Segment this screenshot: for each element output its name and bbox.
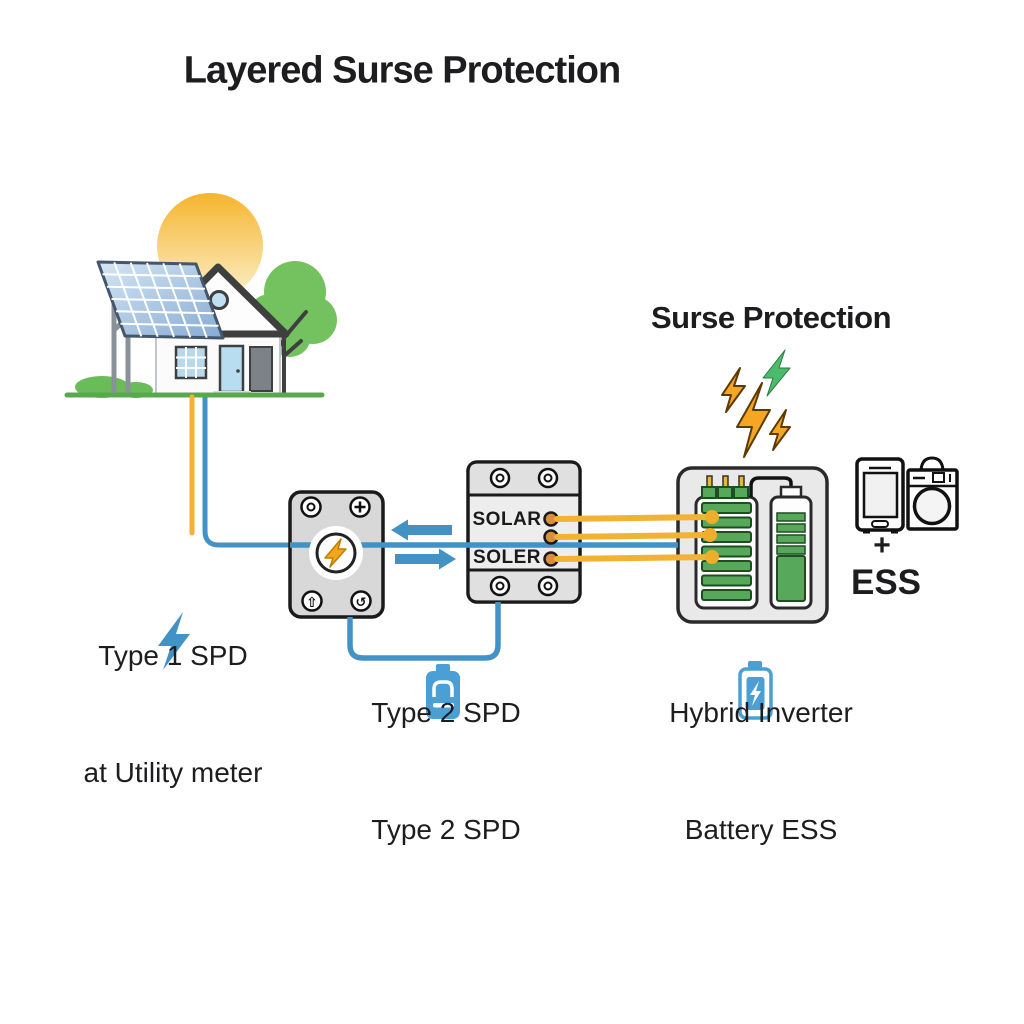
home-arrow-icon: ⇧ (306, 595, 318, 611)
front-door-icon (218, 344, 245, 394)
spd-box-row2-label: SOLER (473, 547, 541, 568)
house-icon (148, 263, 290, 395)
type2-caption: Type 2 SPD Type 2 SPD (371, 615, 520, 927)
utility-surge-bolt-icon (158, 612, 190, 670)
arrow-right-icon (395, 548, 456, 570)
battery-cell (769, 485, 813, 610)
hybrid-inverter-panel (676, 466, 829, 624)
screw-icons (489, 467, 559, 597)
battery-link-wire (749, 476, 793, 497)
lightning-bolt-icon (324, 538, 347, 568)
surge-bolt-green-icon (762, 349, 791, 397)
screw-icon (306, 502, 316, 512)
surge-bolt-orange-large-icon (736, 382, 771, 458)
page-title: Layered Surse Protection (183, 49, 621, 92)
window-icon (174, 345, 208, 380)
hybrid-caption-line1: Hybrid Inverter (669, 697, 853, 728)
reset-arrow-icon: ↺ (356, 596, 367, 611)
spd-box-row1-label: SOLAR (472, 509, 542, 530)
terminal-pins (701, 475, 749, 499)
surge-protection-heading: Surse Protection (650, 300, 892, 335)
hybrid-caption-line2: Battery ESS (684, 814, 838, 845)
wires-yellow (554, 510, 719, 564)
ess-label: ESS (850, 563, 922, 602)
surge-bolt-orange-small-icon (721, 367, 746, 413)
plus-icon (354, 501, 366, 513)
type1-caption-line1: Type 1 SPD (98, 640, 248, 671)
type2-spd-device (466, 460, 582, 604)
wire-blue-drop (202, 397, 292, 548)
type2-battery-icon (426, 664, 460, 719)
type1-caption: Type 1 SPD at Utility meter (84, 558, 263, 870)
arrow-left-icon (391, 519, 452, 541)
hybrid-caption: Hybrid Inverter Battery ESS (669, 615, 853, 927)
hybrid-battery-icon (738, 661, 773, 720)
ess-plus-sign: + (873, 529, 891, 562)
type1-caption-line2: at Utility meter (83, 757, 263, 788)
round-window-icon (209, 290, 229, 310)
side-door-icon (249, 346, 273, 392)
solar-panel-icon (96, 260, 225, 395)
type2-caption-line2: Type 2 SPD (371, 814, 521, 845)
phone-icon (855, 457, 905, 534)
surge-bolt-orange-tiny-icon (769, 409, 791, 451)
washing-machine-icon (906, 456, 959, 531)
type2-caption-line1: Type 2 SPD (371, 697, 521, 728)
surge-lightning-bolts (721, 349, 791, 458)
type1-spd-face: ⇧ ↺ (300, 496, 372, 612)
wire-blue-connector (347, 602, 501, 661)
